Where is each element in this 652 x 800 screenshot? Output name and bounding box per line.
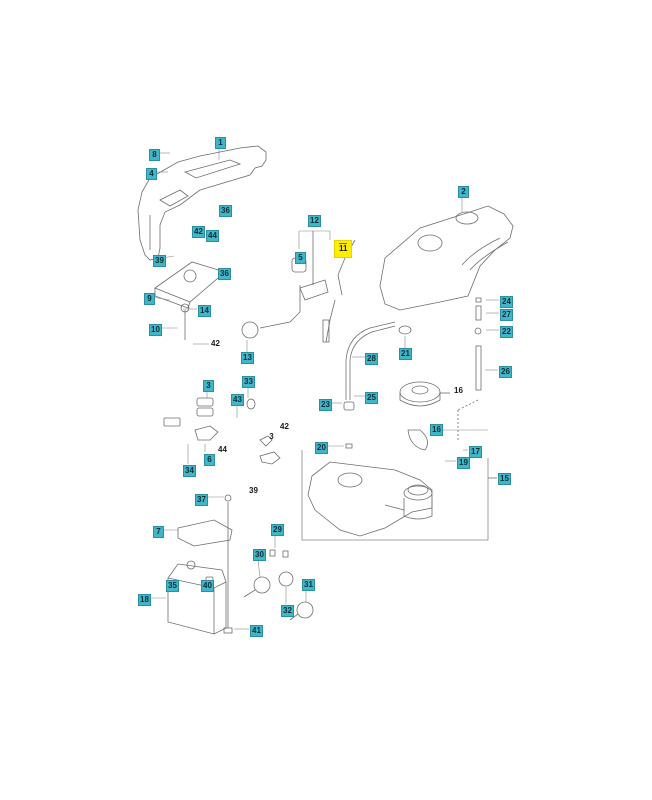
label-part-29[interactable]: 29 — [271, 524, 284, 536]
label-part-42[interactable]: 42 — [280, 422, 289, 431]
label-part-16[interactable]: 16 — [430, 424, 443, 436]
label-part-27[interactable]: 27 — [500, 309, 513, 321]
label-part-10[interactable]: 10 — [149, 324, 162, 336]
label-part-36[interactable]: 36 — [218, 268, 231, 280]
label-part-11-highlighted[interactable]: 11 — [334, 240, 353, 258]
label-part-40[interactable]: 40 — [201, 580, 214, 592]
label-part-2[interactable]: 2 — [458, 186, 469, 198]
label-part-21[interactable]: 21 — [399, 348, 412, 360]
fender-cover-part — [379, 205, 514, 311]
sensor-parts — [243, 549, 314, 621]
label-part-13[interactable]: 13 — [241, 352, 254, 364]
label-part-43[interactable]: 43 — [231, 394, 244, 406]
label-part-31[interactable]: 31 — [302, 579, 315, 591]
label-part-3[interactable]: 3 — [269, 432, 274, 441]
label-part-16[interactable]: 16 — [454, 386, 463, 395]
label-part-39[interactable]: 39 — [153, 255, 166, 267]
label-part-18[interactable]: 18 — [138, 594, 151, 606]
label-part-5[interactable]: 5 — [295, 252, 306, 264]
label-part-17[interactable]: 17 — [469, 446, 482, 458]
label-part-39[interactable]: 39 — [249, 486, 258, 495]
label-part-35[interactable]: 35 — [166, 580, 179, 592]
label-part-37[interactable]: 37 — [195, 494, 208, 506]
fuel-tube-part — [349, 325, 396, 400]
label-part-28[interactable]: 28 — [365, 353, 378, 365]
switch-parts — [163, 397, 281, 465]
cable-part — [322, 239, 356, 343]
label-part-41[interactable]: 41 — [250, 625, 263, 637]
battery-part — [167, 494, 233, 635]
label-part-42[interactable]: 42 — [192, 226, 205, 238]
label-part-8[interactable]: 8 — [149, 149, 160, 161]
label-part-34[interactable]: 34 — [183, 465, 196, 477]
label-part-12[interactable]: 12 — [308, 215, 321, 227]
fuel-tank-part — [307, 443, 433, 537]
label-part-26[interactable]: 26 — [499, 366, 512, 378]
label-part-25[interactable]: 25 — [365, 392, 378, 404]
label-part-14[interactable]: 14 — [198, 305, 211, 317]
fuel-cap-part — [399, 381, 450, 451]
label-part-15[interactable]: 15 — [498, 473, 511, 485]
label-part-42[interactable]: 42 — [211, 339, 220, 348]
label-part-44[interactable]: 44 — [218, 445, 227, 454]
label-part-22[interactable]: 22 — [500, 326, 513, 338]
label-part-9[interactable]: 9 — [144, 293, 155, 305]
label-part-44[interactable]: 44 — [206, 230, 219, 242]
lever-assembly-part — [241, 231, 329, 339]
label-part-30[interactable]: 30 — [253, 549, 266, 561]
vent-tube-part — [457, 297, 482, 440]
dash-cover-part — [137, 145, 267, 261]
leader-lines — [149, 146, 499, 630]
label-part-32[interactable]: 32 — [281, 605, 294, 617]
label-part-19[interactable]: 19 — [457, 457, 470, 469]
label-part-6[interactable]: 6 — [204, 454, 215, 466]
label-part-20[interactable]: 20 — [315, 442, 328, 454]
label-part-4[interactable]: 4 — [146, 168, 157, 180]
label-part-7[interactable]: 7 — [153, 526, 164, 538]
label-part-23[interactable]: 23 — [319, 399, 332, 411]
label-part-24[interactable]: 24 — [500, 296, 513, 308]
label-part-1[interactable]: 1 — [215, 137, 226, 149]
label-part-33[interactable]: 33 — [242, 376, 255, 388]
label-part-36[interactable]: 36 — [219, 205, 232, 217]
label-part-3[interactable]: 3 — [203, 380, 214, 392]
